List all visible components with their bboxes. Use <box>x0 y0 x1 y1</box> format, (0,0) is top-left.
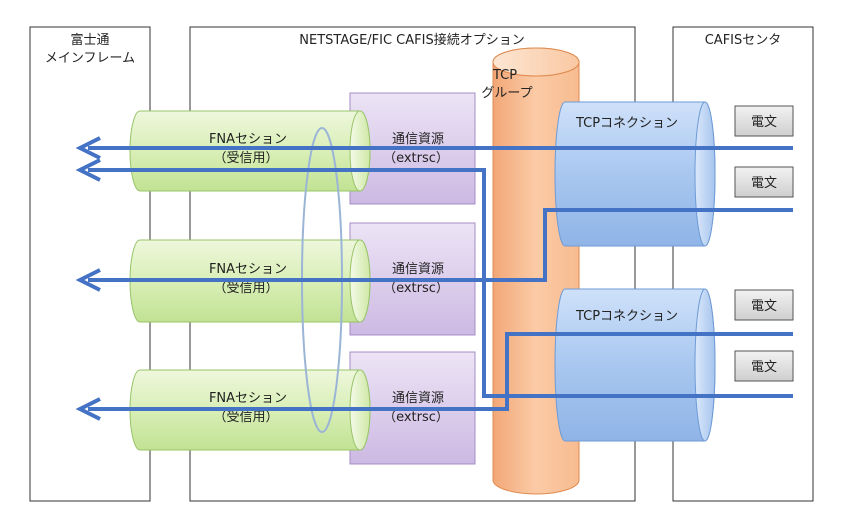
mainframe-title-line2: メインフレーム <box>45 51 135 66</box>
arrowhead-1 <box>75 136 101 160</box>
cafis-title: CAFISセンタ <box>705 33 782 48</box>
resource-label-3-line2: （extrsc） <box>383 410 449 425</box>
resource-label-2-line2: （extrsc） <box>383 281 449 296</box>
tcp-connection-2 <box>554 288 716 442</box>
flow-arrows <box>75 136 793 421</box>
fna-label-1-line1: FNAセション <box>209 132 287 147</box>
resource-label-2-line1: 通信資源 <box>392 262 444 277</box>
tcp-group-label-line2: グループ <box>481 86 532 101</box>
message-box-1 <box>734 105 794 137</box>
fna-label-2-line1: FNAセション <box>209 262 287 277</box>
message-label-4: 電文 <box>751 360 777 375</box>
fna-label-1-line2: （受信用） <box>213 151 278 166</box>
flow-line-2 <box>88 168 793 398</box>
mainframe-title-line1: 富士通 <box>70 32 109 48</box>
tcp-group-label-line1: TCP <box>492 68 517 83</box>
arrowhead-2 <box>75 158 101 182</box>
flow-line-4 <box>88 332 793 411</box>
message-label-1: 電文 <box>751 115 777 130</box>
fna-label-2-line2: （受信用） <box>213 281 278 296</box>
message-label-3: 電文 <box>751 299 777 314</box>
netstage-title: NETSTAGE/FIC CAFIS接続オプション <box>299 32 524 48</box>
arrowhead-4 <box>75 397 101 421</box>
fna-label-3-line1: FNAセション <box>209 391 287 406</box>
resource-label-1-line2: （extrsc） <box>383 151 449 166</box>
message-label-2: 電文 <box>751 176 777 191</box>
message-box-4 <box>734 350 794 382</box>
tcp-connection-label-2: TCPコネクション <box>575 309 678 324</box>
tcp-connection-label-1: TCPコネクション <box>575 116 678 131</box>
flow-line-3 <box>88 208 793 282</box>
fna-label-3-line2: （受信用） <box>213 410 278 425</box>
arrowhead-3 <box>75 268 101 292</box>
message-box-3 <box>734 289 794 321</box>
resource-label-1-line1: 通信資源 <box>392 132 444 147</box>
resource-label-3-line1: 通信資源 <box>392 391 444 406</box>
message-box-2 <box>734 166 794 198</box>
